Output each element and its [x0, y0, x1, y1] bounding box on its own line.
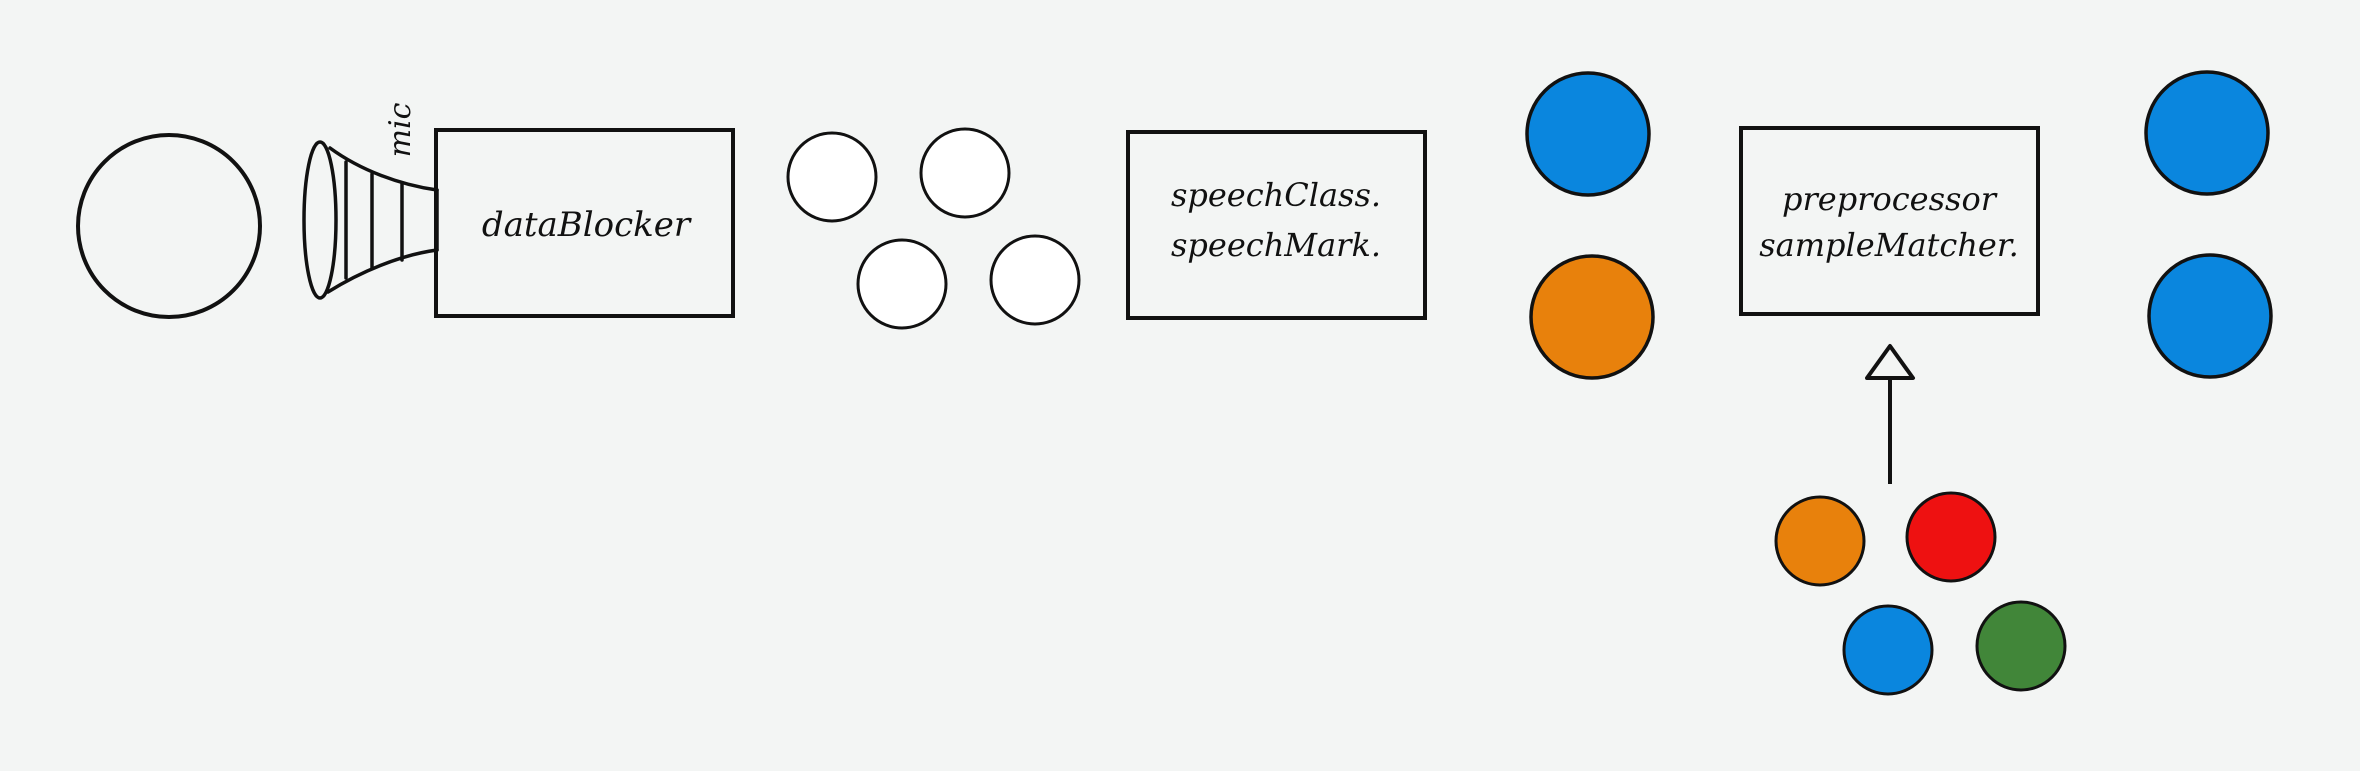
preprocessor-box — [1739, 126, 2040, 316]
source-circle — [76, 133, 262, 319]
empty-circle — [919, 127, 1011, 219]
blue-circle — [2147, 253, 2273, 379]
empty-circle — [989, 234, 1081, 326]
preprocessor-label: preprocessor — [1782, 180, 1998, 218]
blue-circle — [1842, 604, 1934, 696]
color-input-cluster — [1774, 491, 2067, 696]
speech-box — [1126, 130, 1427, 320]
sample-matcher-label: sampleMatcher. — [1759, 226, 2019, 264]
up-arrow-icon — [1865, 344, 1915, 484]
orange-circle — [1529, 254, 1655, 380]
speech-mark-label: speechMark. — [1171, 226, 1381, 264]
empty-circle-group — [786, 127, 1081, 330]
green-circle — [1975, 600, 2067, 692]
orange-circle — [1774, 495, 1866, 587]
data-blocker-box — [434, 128, 735, 318]
data-blocker-label: dataBlocker — [482, 205, 692, 245]
microphone-icon — [302, 140, 439, 300]
mic-label: mic — [383, 102, 418, 157]
empty-circle — [786, 131, 878, 223]
empty-circle — [856, 238, 948, 330]
red-circle — [1905, 491, 1997, 583]
speech-class-label: speechClass. — [1171, 176, 1381, 214]
blue-circle — [2144, 70, 2270, 196]
blue-circle — [1525, 71, 1651, 197]
